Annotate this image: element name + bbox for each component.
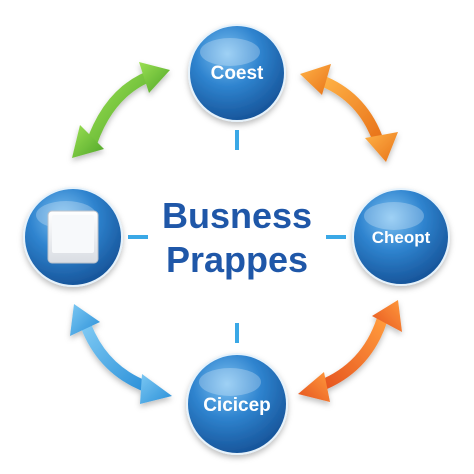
cycle-arrows <box>70 62 402 404</box>
node-right-label: Cheopt <box>372 228 431 247</box>
arrow-bottom-left <box>70 304 172 404</box>
node-bottom-label: Cicicep <box>203 395 271 416</box>
center-title-line2: Prappes <box>166 239 308 280</box>
node-top: Coest <box>188 24 286 122</box>
arrow-top-left <box>72 62 170 158</box>
arrow-top-right <box>300 64 398 162</box>
connector-ticks <box>128 130 346 343</box>
center-title-line1: Busness <box>162 195 312 236</box>
arrow-bottom-right <box>298 300 402 402</box>
node-left <box>23 187 123 287</box>
center-title: Busness Prappes <box>162 195 312 280</box>
node-bottom: Cicicep <box>186 353 288 455</box>
node-top-label: Coest <box>211 63 264 84</box>
node-right: Cheopt <box>352 188 450 286</box>
document-square-icon <box>47 210 99 264</box>
